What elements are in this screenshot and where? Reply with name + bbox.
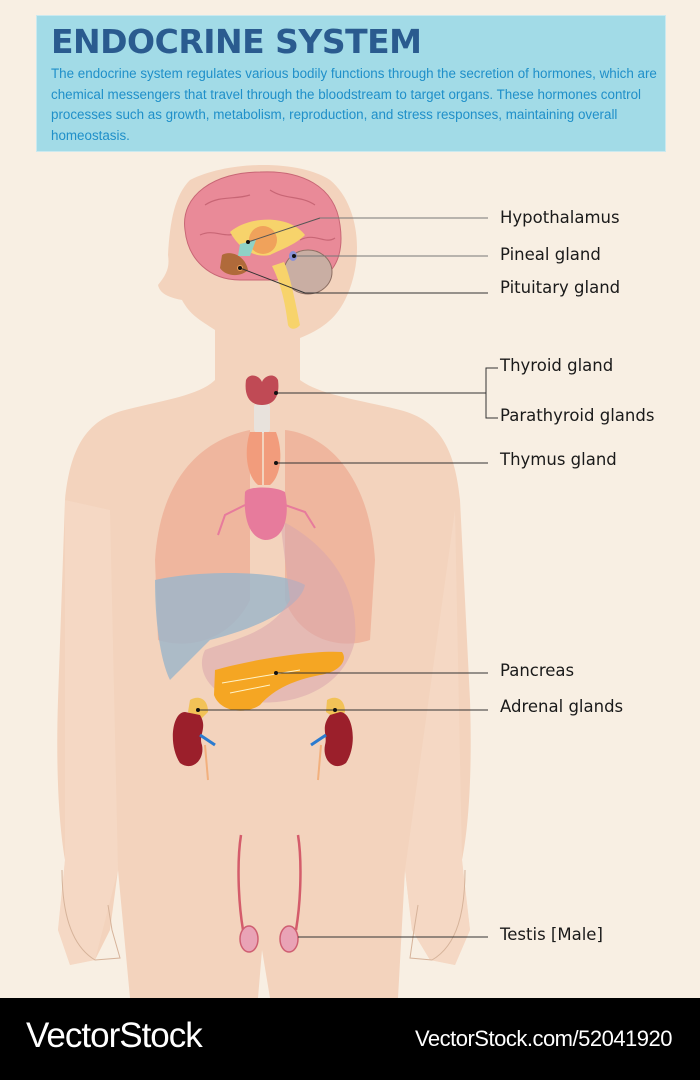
thyroid-icon bbox=[245, 375, 279, 433]
heart-icon bbox=[217, 487, 316, 540]
left-hand bbox=[61, 869, 121, 961]
label-pancreas: Pancreas bbox=[500, 661, 575, 680]
label-pituitary-gland: Pituitary gland bbox=[500, 278, 621, 297]
brain-icon bbox=[184, 171, 342, 329]
brand-logo: VectorStock bbox=[26, 1016, 203, 1055]
label-thyroid-gland: Thyroid gland bbox=[500, 356, 614, 375]
right-arm bbox=[405, 510, 470, 965]
header-box: ENDOCRINE SYSTEM The endocrine system re… bbox=[36, 15, 666, 152]
page-title: ENDOCRINE SYSTEM bbox=[51, 22, 422, 61]
label-pineal-gland: Pineal gland bbox=[500, 245, 601, 264]
label-adrenal-glands: Adrenal glands bbox=[500, 697, 624, 716]
label-hypothalamus: Hypothalamus bbox=[500, 208, 620, 227]
footer-bar: VectorStock VectorStock.com/52041920 bbox=[0, 998, 700, 1080]
reference-id: VectorStock.com/52041920 bbox=[414, 1026, 673, 1051]
liver-icon bbox=[155, 573, 305, 680]
right-hand bbox=[409, 869, 466, 961]
label-testis: Testis [Male] bbox=[500, 925, 603, 944]
thymus-icon bbox=[246, 432, 281, 485]
label-thymus-gland: Thymus gland bbox=[500, 450, 617, 469]
leader-dots bbox=[196, 240, 337, 712]
infographic-page: ENDOCRINE SYSTEM The endocrine system re… bbox=[36, 15, 666, 998]
leader-lines bbox=[198, 217, 498, 938]
left-arm bbox=[58, 500, 118, 965]
pancreas-icon bbox=[214, 651, 344, 711]
label-parathyroid-glands: Parathyroid glands bbox=[500, 406, 655, 425]
body-illustration bbox=[57, 165, 498, 998]
description-text: The endocrine system regulates various b… bbox=[51, 66, 657, 143]
testis-icon bbox=[237, 834, 302, 953]
